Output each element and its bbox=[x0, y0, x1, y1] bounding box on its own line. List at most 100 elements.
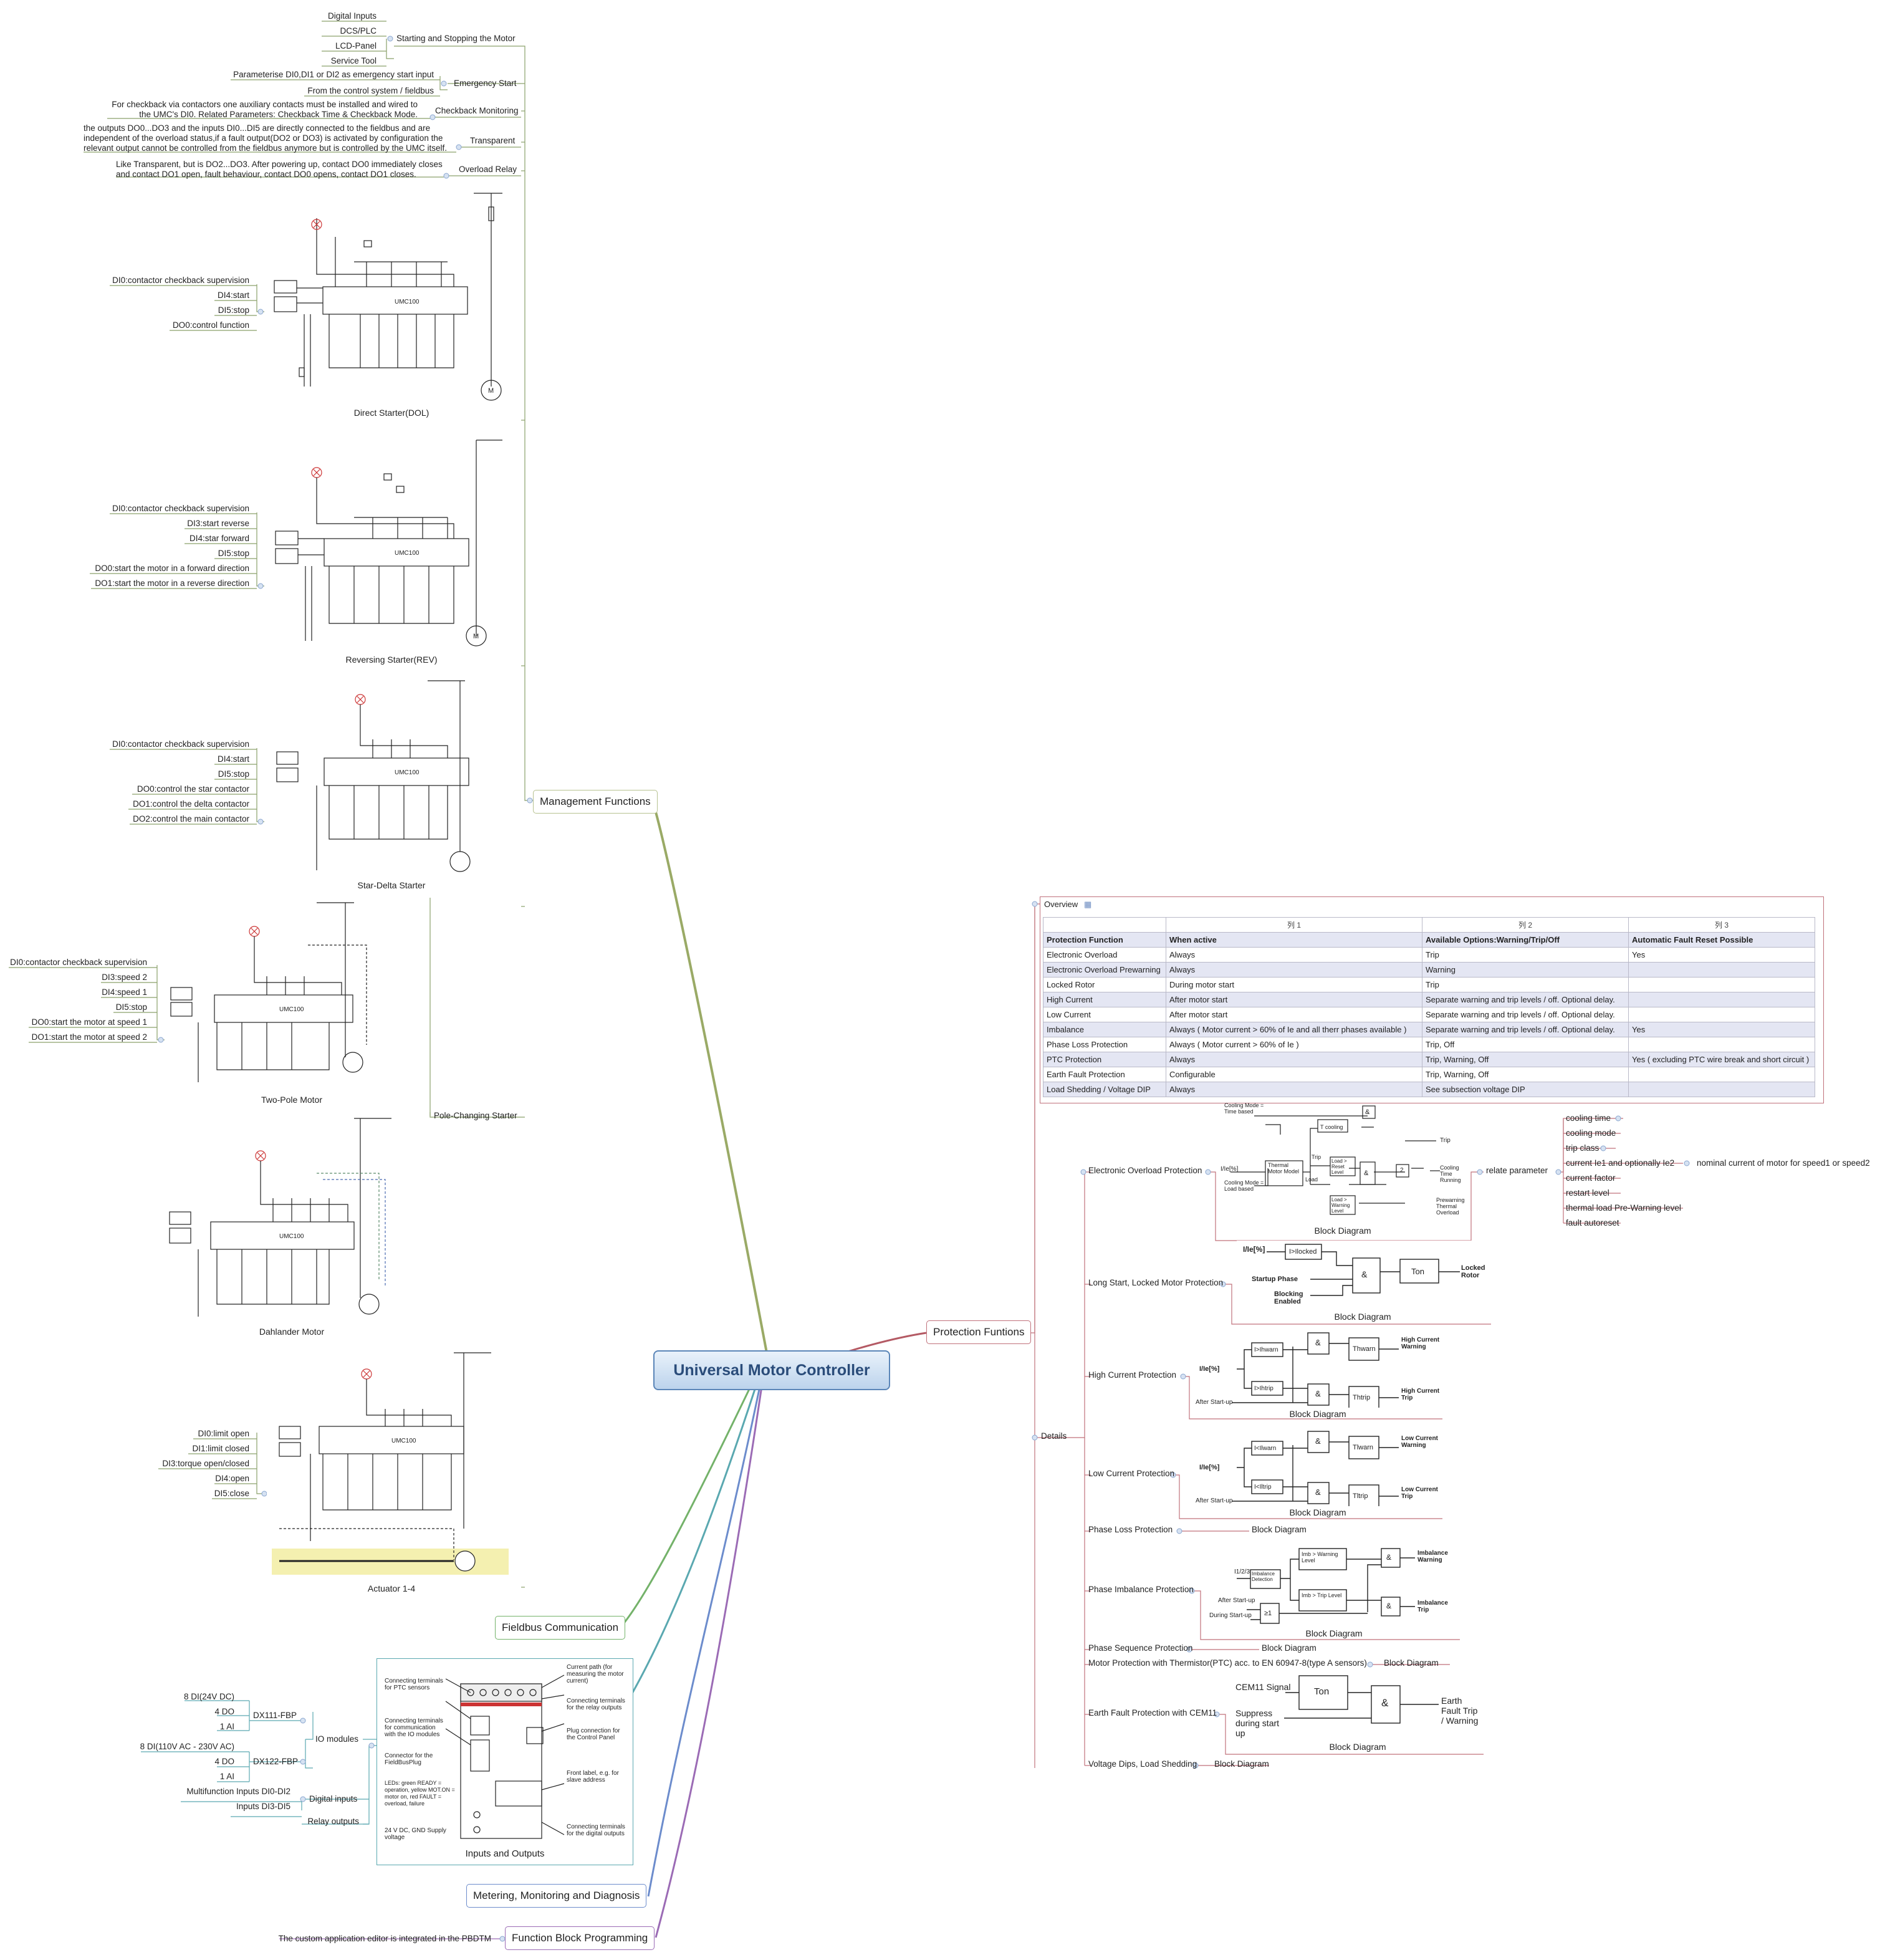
digital-inputs-item-0[interactable]: Multifunction Inputs DI0-DI2 bbox=[186, 1787, 290, 1796]
service-tool-item[interactable]: Service Tool bbox=[330, 56, 377, 65]
collapse-dot[interactable] bbox=[443, 173, 449, 179]
two-pole-item-3[interactable]: DI5:stop bbox=[115, 1002, 147, 1012]
pole-changing-label[interactable]: Pole-Changing Starter bbox=[434, 1111, 517, 1120]
topic-fieldbus-communication[interactable]: Fieldbus Communication bbox=[495, 1616, 626, 1640]
checkback-monitoring-label[interactable]: Checkback Monitoring bbox=[435, 106, 519, 115]
rev-item-2[interactable]: DI4:star forward bbox=[189, 534, 249, 543]
dx111-item-0[interactable]: 8 DI(24V DC) bbox=[183, 1692, 234, 1701]
two-pole-item-5[interactable]: DO1:start the motor at speed 2 bbox=[31, 1032, 147, 1042]
voltage-dips-bd[interactable]: Block Diagram bbox=[1214, 1759, 1269, 1769]
phase-sequence-bd[interactable]: Block Diagram bbox=[1262, 1643, 1317, 1653]
collapse-dot[interactable] bbox=[1080, 1169, 1086, 1175]
overview-label[interactable]: Overview bbox=[1044, 900, 1078, 909]
fbp-item[interactable]: The custom application editor is integra… bbox=[278, 1934, 491, 1943]
collapse-dot[interactable] bbox=[1186, 1646, 1192, 1653]
param-cooling-mode[interactable]: cooling mode bbox=[1566, 1128, 1616, 1138]
phase-imbalance-label[interactable]: Phase Imbalance Protection bbox=[1088, 1585, 1194, 1594]
phase-loss-bd[interactable]: Block Diagram bbox=[1252, 1525, 1307, 1534]
central-topic[interactable]: Universal Motor Controller bbox=[653, 1350, 890, 1390]
collapse-dot[interactable] bbox=[441, 80, 447, 87]
two-pole-item-4[interactable]: DO0:start the motor at speed 1 bbox=[31, 1017, 147, 1027]
collapse-dot[interactable] bbox=[300, 1796, 306, 1802]
topic-management-functions[interactable]: Management Functions bbox=[533, 790, 658, 814]
two-pole-item-1[interactable]: DI3:speed 2 bbox=[102, 973, 147, 982]
overload-protection-label[interactable]: Electronic Overload Protection bbox=[1088, 1166, 1202, 1175]
rev-item-3[interactable]: DI5:stop bbox=[218, 549, 249, 558]
collapse-dot[interactable] bbox=[387, 36, 393, 42]
collapse-dot[interactable] bbox=[368, 1742, 375, 1749]
collapse-dot[interactable] bbox=[1205, 1169, 1211, 1175]
actuator-item-0[interactable]: DI0:limit open bbox=[198, 1429, 249, 1438]
dx122-label[interactable]: DX122-FBP bbox=[253, 1757, 299, 1766]
collapse-dot[interactable] bbox=[429, 114, 436, 120]
locked-rotor-label[interactable]: Long Start, Locked Motor Protection bbox=[1088, 1278, 1224, 1287]
param-current-factor[interactable]: current factor bbox=[1566, 1173, 1616, 1183]
star-delta-item-3[interactable]: DO0:control the star contactor bbox=[137, 784, 249, 794]
dol-item-0[interactable]: DI0:contactor checkback supervision bbox=[112, 276, 249, 285]
collapse-dot[interactable] bbox=[456, 144, 462, 150]
actuator-item-2[interactable]: DI3:torque open/closed bbox=[162, 1459, 249, 1468]
collapse-dot[interactable] bbox=[1032, 1434, 1038, 1441]
dol-item-1[interactable]: DI4:start bbox=[217, 291, 249, 300]
rev-item-1[interactable]: DI3:start reverse bbox=[187, 519, 249, 528]
collapse-dot[interactable] bbox=[1555, 1169, 1561, 1175]
star-delta-item-1[interactable]: DI4:start bbox=[217, 754, 249, 764]
dol-item-3[interactable]: DO0:control function bbox=[172, 320, 249, 330]
collapse-dot[interactable] bbox=[1032, 901, 1038, 907]
emergency-start-label[interactable]: Emergency Start bbox=[454, 79, 517, 88]
collapse-dot[interactable] bbox=[1477, 1169, 1483, 1175]
io-modules-label[interactable]: IO modules bbox=[315, 1734, 359, 1744]
overload-relay-label[interactable]: Overload Relay bbox=[459, 165, 517, 174]
param-current-ie[interactable]: current Ie1 and optionally Ie2 bbox=[1566, 1158, 1675, 1168]
star-delta-item-0[interactable]: DI0:contactor checkback supervision bbox=[112, 739, 249, 749]
collapse-dot[interactable] bbox=[257, 309, 264, 315]
collapse-dot[interactable] bbox=[300, 1717, 306, 1724]
collapse-dot[interactable] bbox=[1189, 1588, 1195, 1594]
relate-parameter-label[interactable]: relate parameter bbox=[1486, 1166, 1548, 1175]
param-cooling-time[interactable]: cooling time bbox=[1566, 1113, 1611, 1123]
digital-inputs-label[interactable]: Digital inputs bbox=[309, 1794, 358, 1804]
collapse-dot[interactable] bbox=[1600, 1145, 1606, 1151]
two-pole-item-2[interactable]: DI4:speed 1 bbox=[102, 987, 147, 997]
collapse-dot[interactable] bbox=[1176, 1528, 1182, 1534]
transparent-label[interactable]: Transparent bbox=[470, 136, 516, 145]
star-delta-item-5[interactable]: DO2:control the main contactor bbox=[133, 814, 249, 824]
thermistor-label[interactable]: Motor Protection with Thermistor(PTC) ac… bbox=[1088, 1658, 1367, 1668]
collapse-dot[interactable] bbox=[1192, 1762, 1199, 1769]
relay-outputs-label[interactable]: Relay outputs bbox=[307, 1817, 359, 1826]
param-trip-class[interactable]: trip class bbox=[1566, 1143, 1600, 1153]
param-thermal-prewarning[interactable]: thermal load Pre-Warning level bbox=[1566, 1203, 1681, 1213]
actuator-item-1[interactable]: DI1:limit closed bbox=[192, 1444, 249, 1453]
rev-item-4[interactable]: DO0:start the motor in a forward directi… bbox=[95, 564, 249, 573]
dx122-item-2[interactable]: 1 AI bbox=[219, 1772, 234, 1781]
phase-sequence-label[interactable]: Phase Sequence Protection bbox=[1088, 1643, 1193, 1653]
earth-fault-label[interactable]: Earth Fault Protection with CEM11 bbox=[1088, 1708, 1217, 1717]
topic-protection-functions[interactable]: Protection Funtions bbox=[926, 1320, 1032, 1344]
collapse-dot[interactable] bbox=[261, 1491, 267, 1497]
details-label[interactable]: Details bbox=[1041, 1431, 1067, 1441]
dx111-label[interactable]: DX111-FBP bbox=[253, 1711, 297, 1720]
dcs-plc-item[interactable]: DCS/PLC bbox=[340, 26, 377, 36]
dx111-item-1[interactable]: 4 DO bbox=[214, 1707, 234, 1716]
collapse-dot[interactable] bbox=[1170, 1472, 1176, 1478]
collapse-dot[interactable] bbox=[1367, 1661, 1373, 1668]
collapse-dot[interactable] bbox=[1220, 1281, 1226, 1287]
dx122-item-1[interactable]: 4 DO bbox=[214, 1757, 234, 1766]
collapse-dot[interactable] bbox=[499, 1936, 506, 1942]
ie-note[interactable]: nominal current of motor for speed1 or s… bbox=[1697, 1158, 1870, 1168]
lcd-panel-item[interactable]: LCD-Panel bbox=[335, 41, 377, 50]
collapse-dot[interactable] bbox=[527, 797, 533, 804]
collapse-dot[interactable] bbox=[300, 1759, 306, 1765]
topic-function-block-programming[interactable]: Function Block Programming bbox=[505, 1926, 655, 1950]
thermistor-bd[interactable]: Block Diagram bbox=[1384, 1658, 1439, 1668]
dx111-item-2[interactable]: 1 AI bbox=[219, 1722, 234, 1731]
digital-inputs-item[interactable]: Digital Inputs bbox=[327, 11, 377, 21]
low-current-label[interactable]: Low Current Protection bbox=[1088, 1469, 1175, 1478]
starting-stopping-label[interactable]: Starting and Stopping the Motor bbox=[396, 34, 516, 43]
star-delta-item-2[interactable]: DI5:stop bbox=[218, 769, 249, 779]
collapse-dot[interactable] bbox=[158, 1037, 164, 1043]
emergency-start-item-2[interactable]: From the control system / fieldbus bbox=[307, 86, 434, 95]
phase-loss-label[interactable]: Phase Loss Protection bbox=[1088, 1525, 1173, 1534]
collapse-dot[interactable] bbox=[257, 583, 264, 589]
rev-item-5[interactable]: DO1:start the motor in a reverse directi… bbox=[95, 579, 249, 588]
